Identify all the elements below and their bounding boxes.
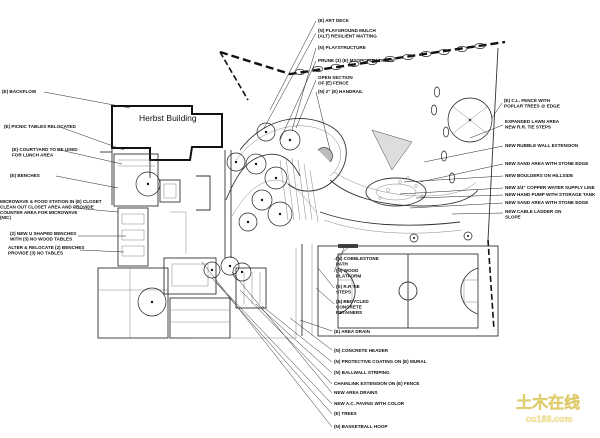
labels-bottom: (E) AREA DRAIN (N) CONCRETE HEADER (N) P… bbox=[334, 329, 427, 429]
wall-lines bbox=[190, 150, 313, 339]
leader-lines bbox=[43, 20, 504, 428]
label-line: (ALT) RESILIENT MATTING bbox=[318, 33, 377, 38]
label-line: ALTER & RELOCATE (2) BENCHES bbox=[8, 245, 84, 250]
label-area-drains: NEW AREA DRAINS bbox=[334, 390, 378, 395]
label-playground-mulch: (N) PLAYGROUND MULCH(ALT) RESILIENT MATT… bbox=[318, 28, 377, 38]
label-art-deck: (E) ART DECK bbox=[318, 18, 350, 23]
label-line: OF (E) FENCE bbox=[318, 80, 349, 85]
playground-path bbox=[225, 118, 479, 248]
label-chainlink: CHAINLINK EXTENSION ON (E) FENCE bbox=[334, 381, 420, 386]
label-picnic-tables: (E) PICNIC TABLES RELOCATED bbox=[4, 124, 76, 129]
label-line: (E) R.R TIE bbox=[336, 284, 360, 289]
label-mural-coating: (N) PROTECTIVE COATING ON (E) MURAL bbox=[334, 359, 427, 364]
watermark-cn: 土木在线 bbox=[516, 393, 580, 412]
watermark-logo: 土木在线 co188.com bbox=[516, 393, 580, 424]
slope-hatching bbox=[279, 157, 319, 223]
label-sand-area-1: NEW SAND AREA WITH STONE EDGE bbox=[505, 161, 588, 166]
herbst-building: Herbst Building bbox=[100, 105, 223, 205]
label-line: FOR LUNCH AREA bbox=[12, 152, 54, 157]
label-line: OPEN SECTION bbox=[318, 75, 353, 80]
label-line: (N) WOOD bbox=[336, 268, 359, 273]
label-ballwall: (N) BALLWALL STRIPING bbox=[334, 370, 390, 375]
label-line: NEW R.R. TIE STEPS bbox=[505, 124, 551, 129]
label-trees: (E) TREES bbox=[334, 411, 357, 416]
label-basketball-hoop: (N) BASKETBALL HOOP bbox=[334, 424, 388, 429]
courtyard-area bbox=[97, 153, 267, 339]
label-backflow: (E) BACKFLOW bbox=[2, 89, 37, 94]
label-line: (NIC) bbox=[0, 215, 11, 220]
label-ac-paving: NEW A.C. PAVING WITH COLOR bbox=[334, 401, 405, 406]
label-concrete-header: (N) CONCRETE HEADER bbox=[334, 348, 389, 353]
label-rubble-wall: NEW RUBBLE WALL EXTENSION bbox=[505, 143, 579, 148]
label-area-drain: (E) AREA DRAIN bbox=[334, 329, 371, 334]
label-hand-pump: NEW HAND PUMP WITH STORAGE TANK bbox=[505, 192, 596, 197]
label-line: STEPS bbox=[336, 289, 351, 294]
boulders bbox=[378, 176, 424, 200]
label-line: (E) COURTYARD TO BE USED bbox=[12, 147, 78, 152]
label-line: PROVIDE (3) NO TABLES bbox=[8, 250, 63, 255]
label-benches: (E) BENCHES bbox=[10, 173, 40, 178]
label-line: EXPANDED LAWN AREA bbox=[505, 119, 560, 124]
label-prune-trees: PRUNE (3) (E) MYOPORUM TREES bbox=[318, 58, 394, 63]
label-line: (E) RECYCLED bbox=[336, 299, 369, 304]
label-copper-line: NEW 3/4" COPPER WATER SUPPLY LINE bbox=[505, 185, 595, 190]
trees bbox=[135, 97, 493, 317]
label-line: PLATFORM bbox=[336, 273, 361, 278]
label-line: (N) PLAYGROUND MULCH bbox=[318, 28, 376, 33]
label-line: NEW CABLE LADDER ON bbox=[505, 209, 562, 214]
fence-with-poplars bbox=[219, 40, 506, 331]
label-line: SLOPE bbox=[505, 214, 521, 219]
label-line: POPLAR TREES @ EDGE bbox=[504, 103, 560, 108]
label-line: CLEAN OUT CLOSET AREA AND PROVIDE bbox=[0, 204, 94, 209]
basketball-court bbox=[317, 245, 499, 337]
label-line: MICROWAVE & FOOD STATION IN (E) CLOSET bbox=[0, 199, 102, 204]
building-name: Herbst Building bbox=[139, 113, 197, 123]
label-line: WITH (3) NO WOOD TABLES bbox=[10, 236, 72, 241]
label-line: (E) C.L. FENCE WITH bbox=[504, 98, 551, 103]
label-playstructure: (N) PLAYSTRUCTURE bbox=[318, 45, 366, 50]
labels-left: (E) BACKFLOW (E) PICNIC TABLES RELOCATED… bbox=[0, 89, 102, 255]
label-line: (2) NEW U SHAPED BENCHES bbox=[10, 231, 76, 236]
labels-top: (E) ART DECK (N) PLAYGROUND MULCH(ALT) R… bbox=[318, 18, 394, 94]
label-sand-area-2: NEW SAND AREA WITH STONE EDGE bbox=[505, 200, 588, 205]
label-line: RETAINERS bbox=[336, 310, 362, 315]
label-line: PATH bbox=[336, 261, 349, 266]
label-boulders: NEW BOULDERS ON HILLSIDE bbox=[505, 173, 573, 178]
label-handrail: (N) 2" (E) HANDRAIL bbox=[318, 89, 363, 94]
label-line: (N) COBBLESTONE bbox=[336, 256, 379, 261]
label-line: COUNTER AREA FOR MICROWAVE bbox=[0, 210, 77, 215]
watermark-url: co188.com bbox=[526, 414, 573, 424]
label-line: CONCRETE bbox=[336, 304, 362, 309]
